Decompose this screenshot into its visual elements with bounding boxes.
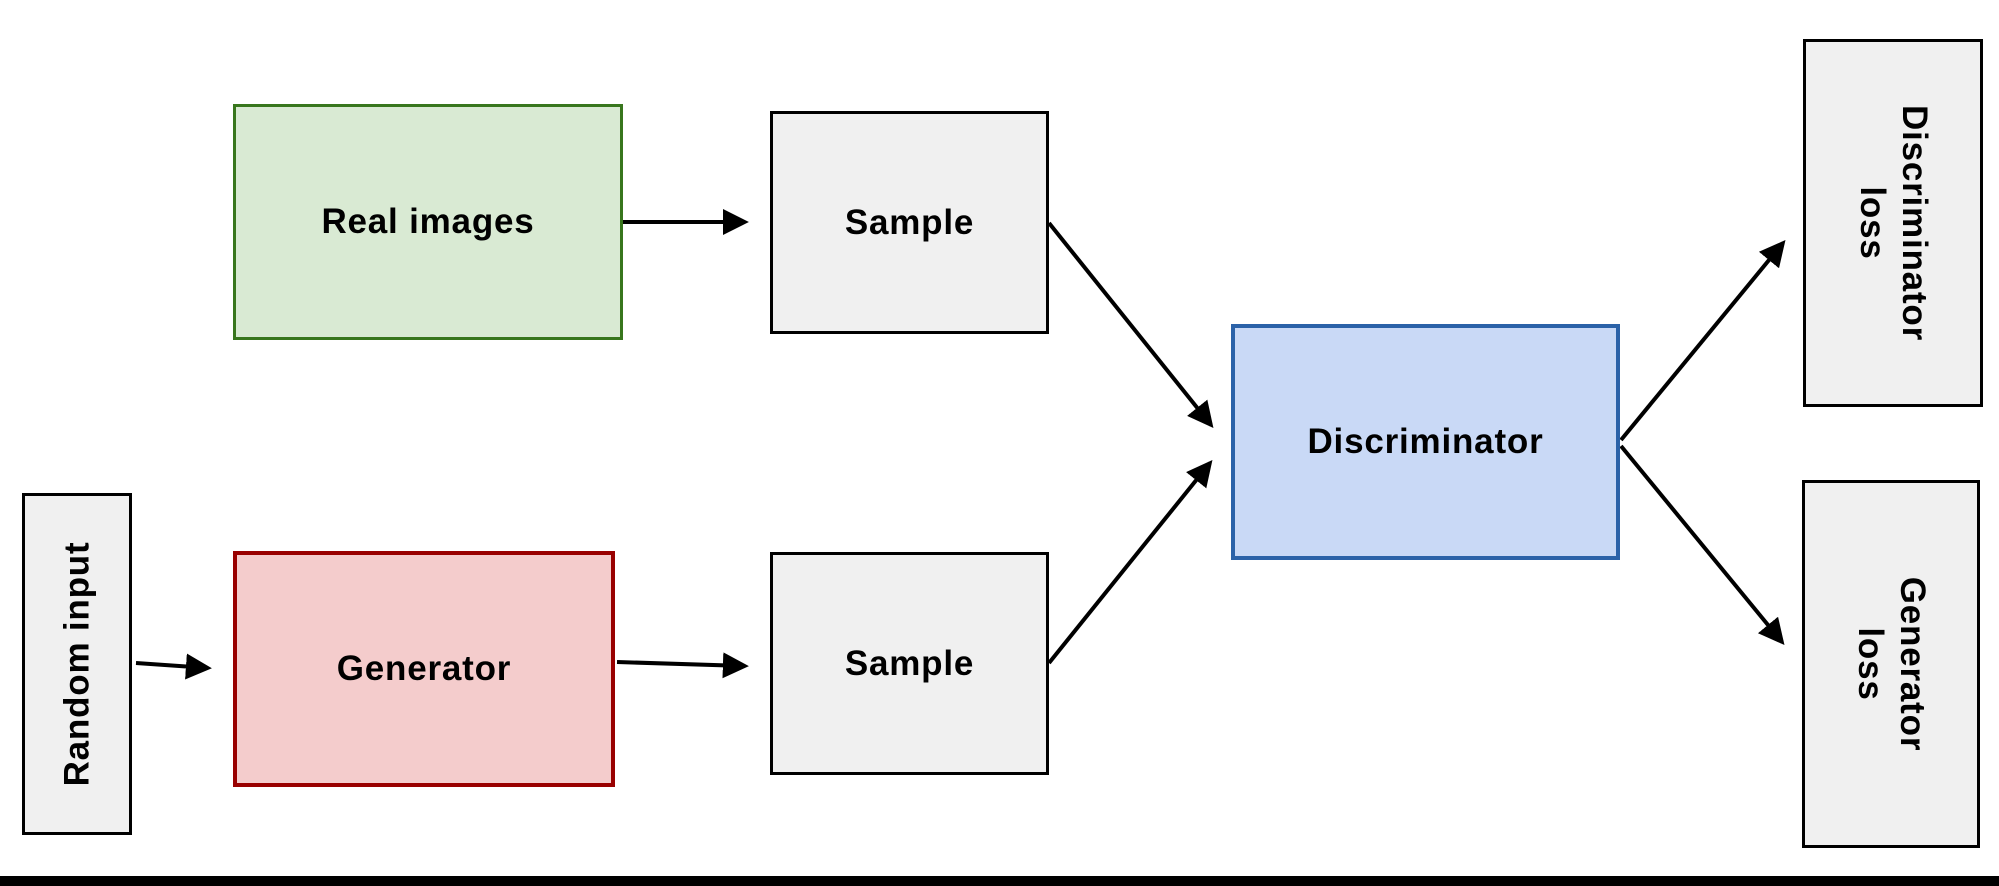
node-label: Sample xyxy=(844,643,975,683)
bottom-border-bar xyxy=(0,876,1999,886)
node-label: Sample xyxy=(844,202,975,242)
node-generator-loss: Generator loss xyxy=(1802,480,1980,848)
node-real-images: Real images xyxy=(233,104,623,340)
node-label: Discriminator xyxy=(1307,422,1544,461)
arrow-sample-real-to-discriminator xyxy=(1047,221,1214,429)
node-label: Real images xyxy=(321,202,535,241)
node-random-input: Random input xyxy=(22,493,132,835)
arrow-discriminator-to-generator-loss xyxy=(1619,444,1785,646)
node-sample-generated: Sample xyxy=(770,552,1049,775)
node-label: Discriminator loss xyxy=(1853,104,1934,342)
arrow-generator-to-sample xyxy=(616,652,749,679)
node-generator: Generator xyxy=(233,551,615,787)
node-label: Random input xyxy=(57,541,96,787)
node-label: Generator xyxy=(336,649,512,688)
node-discriminator-loss: Discriminator loss xyxy=(1803,39,1983,407)
arrow-sample-generated-to-discriminator xyxy=(1047,459,1213,665)
arrow-random-input-to-generator xyxy=(135,653,212,680)
arrow-discriminator-to-discriminator-loss xyxy=(1619,239,1786,442)
node-label: Generator loss xyxy=(1851,576,1933,752)
node-sample-real: Sample xyxy=(770,111,1049,334)
node-discriminator: Discriminator xyxy=(1231,324,1620,560)
